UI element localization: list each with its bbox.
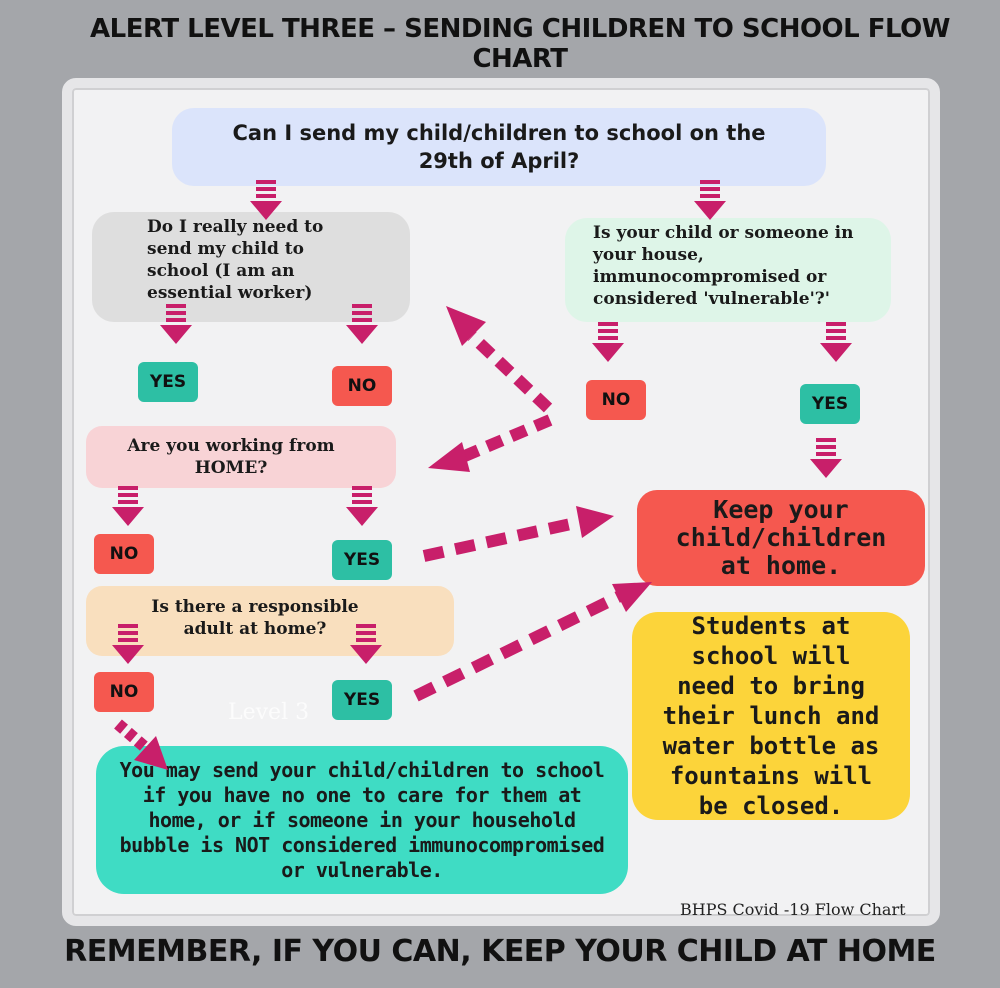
flowchart-credit: BHPS Covid -19 Flow Chart xyxy=(680,900,906,919)
arrow-home-yes-to-keep-home xyxy=(422,506,614,562)
question-main-text: Can I send my child/children to school o… xyxy=(232,121,766,173)
arrow-down-home-yes xyxy=(346,486,378,526)
answer-home-yes: YES xyxy=(332,540,392,580)
arrow-down-vulnerable-yes xyxy=(820,322,852,362)
arrow-down-main-to-essential xyxy=(250,180,282,220)
lunch-note-text: Students at school will need to bring th… xyxy=(662,612,880,820)
arrow-down-home-no xyxy=(112,486,144,526)
question-adult-box: Is there a responsible adult at home? xyxy=(86,586,454,656)
answer-essential-yes: YES xyxy=(138,362,198,402)
answer-essential-no: NO xyxy=(332,366,392,406)
answer-adult-no: NO xyxy=(94,672,154,712)
may-send-box: You may send your child/children to scho… xyxy=(96,746,628,894)
question-essential-text: Do I really need to send my child to sch… xyxy=(147,217,324,303)
question-essential-box: Do I really need to send my child to sch… xyxy=(92,212,410,322)
question-home-box: Are you working from HOME? xyxy=(86,426,396,488)
answer-vulnerable-no: NO xyxy=(586,380,646,420)
arrow-vulnerable-no-to-essential xyxy=(446,306,553,413)
arrow-adult-no-to-may-send xyxy=(114,719,168,770)
arrow-adult-yes-to-keep-home xyxy=(413,582,652,702)
answer-adult-yes: YES xyxy=(332,680,392,720)
arrow-down-vulnerable-no xyxy=(592,322,624,362)
question-vulnerable-text: Is your child or someone in your house, … xyxy=(593,223,854,309)
arrow-down-essential-yes xyxy=(160,304,192,344)
may-send-text: You may send your child/children to scho… xyxy=(119,757,605,882)
answer-home-no: NO xyxy=(94,534,154,574)
arrow-down-adult-no xyxy=(112,624,144,664)
question-home-text: Are you working from HOME? xyxy=(127,436,335,478)
flowchart-title: ALERT LEVEL THREE – SENDING CHILDREN TO … xyxy=(90,14,950,74)
keep-home-text: Keep your child/children at home. xyxy=(675,495,887,580)
question-main-box: Can I send my child/children to school o… xyxy=(172,108,826,186)
question-adult-text: Is there a responsible adult at home? xyxy=(151,597,359,639)
level-3-watermark: Level 3 xyxy=(228,700,310,725)
question-vulnerable-box: Is your child or someone in your house, … xyxy=(565,218,891,322)
arrow-down-essential-no xyxy=(346,304,378,344)
arrow-down-adult-yes xyxy=(350,624,382,664)
keep-home-box: Keep your child/children at home. xyxy=(637,490,925,586)
lunch-note-box: Students at school will need to bring th… xyxy=(632,612,910,820)
arrow-vulnerable-no-to-home xyxy=(428,414,553,472)
answer-vulnerable-yes: YES xyxy=(800,384,860,424)
arrow-down-to-keep-home xyxy=(810,438,842,478)
arrow-down-main-to-vulnerable xyxy=(694,180,726,220)
footer-reminder: REMEMBER, IF YOU CAN, KEEP YOUR CHILD AT… xyxy=(64,934,936,969)
